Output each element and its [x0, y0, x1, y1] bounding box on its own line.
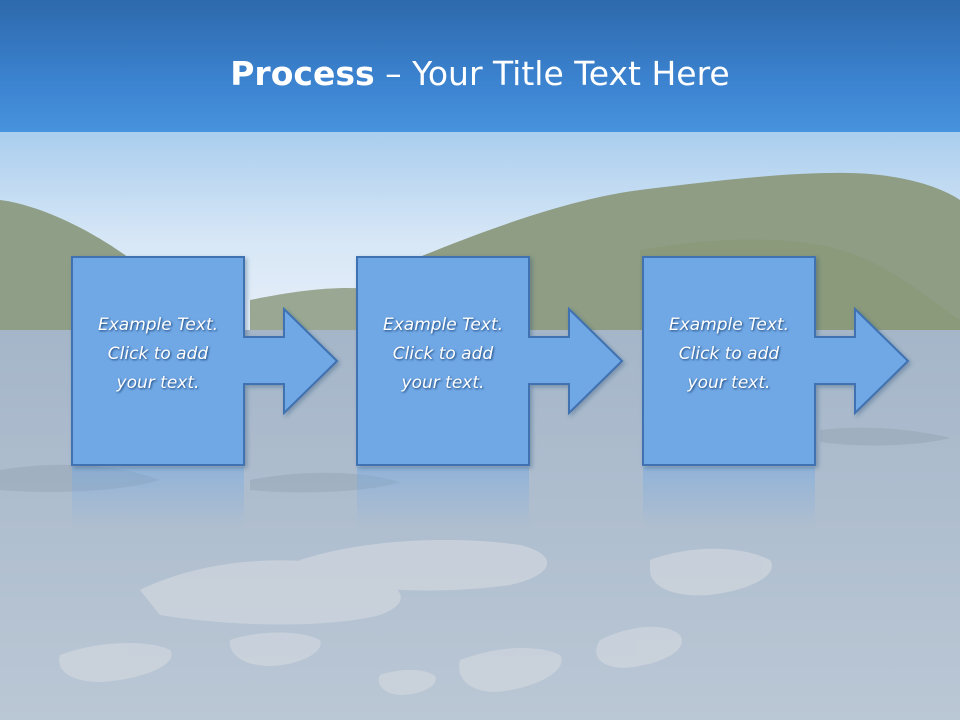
process-step-text[interactable]: Example Text. Click to add your text. — [644, 311, 814, 398]
title-regular-part: – Your Title Text Here — [374, 54, 730, 93]
process-step-text-line: Click to add — [107, 344, 209, 364]
process-step-arrow-shape[interactable] — [71, 256, 339, 466]
process-step-text[interactable]: Example Text. Click to add your text. — [358, 311, 528, 398]
process-step-text[interactable]: Example Text. Click to add your text. — [73, 311, 243, 398]
process-step-text-line: Click to add — [678, 344, 780, 364]
process-step-text-line: Click to add — [392, 344, 494, 364]
process-step-reflection — [72, 467, 244, 527]
process-step-text-line: your text. — [116, 373, 200, 393]
title-bold-part: Process — [230, 54, 375, 93]
process-step-text-line: your text. — [401, 373, 485, 393]
slide-title[interactable]: Process – Your Title Text Here — [0, 52, 960, 96]
process-step-arrow-shape[interactable] — [356, 256, 624, 466]
process-step-text-line: Example Text. — [668, 315, 790, 335]
process-step-reflection — [643, 467, 815, 527]
process-step-text-line: Example Text. — [382, 315, 504, 335]
process-step-reflection — [357, 467, 529, 527]
process-step-text-line: Example Text. — [97, 315, 219, 335]
process-step-text-line: your text. — [687, 373, 771, 393]
title-bar — [0, 0, 960, 132]
process-step-arrow-shape[interactable] — [642, 256, 910, 466]
